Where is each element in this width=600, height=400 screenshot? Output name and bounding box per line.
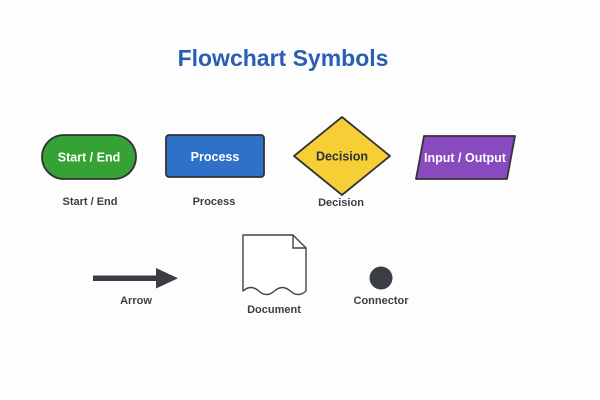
process-caption: Process xyxy=(193,196,236,208)
connector-caption: Connector xyxy=(354,295,410,307)
decision-caption: Decision xyxy=(318,197,364,209)
decision-shape xyxy=(293,116,391,196)
page-title: Flowchart Symbols xyxy=(178,45,389,71)
start-end-caption: Start / End xyxy=(62,196,117,208)
connector-symbol xyxy=(369,266,393,290)
document-symbol xyxy=(242,234,307,296)
start-end-shape xyxy=(41,134,137,180)
input-output-shape xyxy=(415,135,516,180)
arrow-symbol xyxy=(93,268,178,289)
arrow-caption: Arrow xyxy=(120,295,152,307)
process-shape xyxy=(165,134,265,178)
process-shape-label: Process xyxy=(191,150,240,164)
document-fold-line xyxy=(292,235,306,249)
start-end-shape-label: Start / End xyxy=(58,151,121,165)
decision-shape-label: Decision xyxy=(316,150,368,164)
input-output-shape-label: Input / Output xyxy=(424,151,507,165)
document-caption: Document xyxy=(247,304,301,316)
